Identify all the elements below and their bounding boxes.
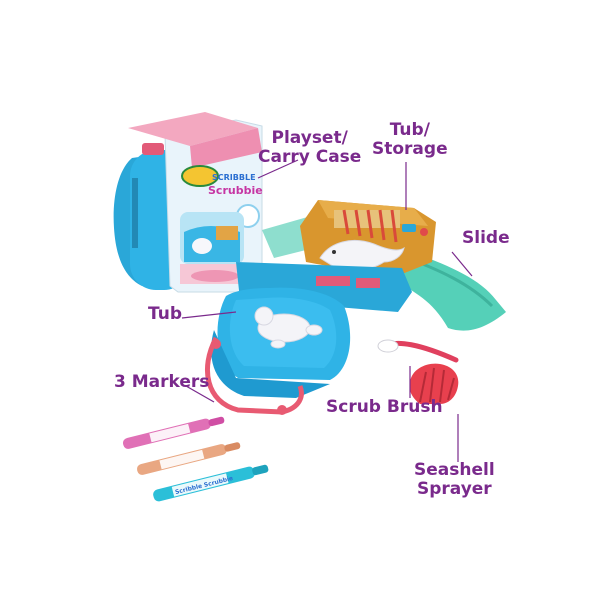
label-3-markers: 3 Markers <box>114 372 210 392</box>
carry-handle <box>204 336 304 415</box>
label-seashell-line1: Seashell <box>414 460 495 480</box>
crayola-logo <box>181 165 219 187</box>
label-playset-line2: Carry Case <box>258 147 362 167</box>
label-slide: Slide <box>462 228 510 248</box>
label-playset-line1: Playset/ <box>271 128 348 148</box>
marker-peach <box>136 442 241 475</box>
turtle-figure <box>254 306 323 349</box>
box-brand-line1: SCRIBBLE <box>212 173 256 182</box>
callout-lines <box>181 159 473 462</box>
slide <box>394 248 506 331</box>
label-tub-storage-line2: Storage <box>372 139 448 159</box>
markers: Scribble Scrubbie <box>122 416 269 502</box>
label-tub: Tub <box>148 304 182 324</box>
marker-pink <box>122 416 225 449</box>
label-seashell-sprayer: Seashell Sprayer <box>414 461 495 499</box>
label-playset-carry-case: Playset/ Carry Case <box>258 129 361 167</box>
label-seashell-line2: Sprayer <box>416 479 492 499</box>
scrub-brush <box>377 339 459 363</box>
marker-teal: Scribble Scrubbie <box>153 464 269 502</box>
label-scrub-brush: Scrub Brush <box>326 397 443 417</box>
playset <box>204 200 506 415</box>
box-brand-line2: Scrubbie <box>208 184 263 197</box>
label-tub-storage-line1: Tub/ <box>389 120 430 140</box>
label-tub-storage: Tub/ Storage <box>372 121 448 159</box>
retail-box: SCRIBBLE Scrubbie <box>113 112 263 293</box>
